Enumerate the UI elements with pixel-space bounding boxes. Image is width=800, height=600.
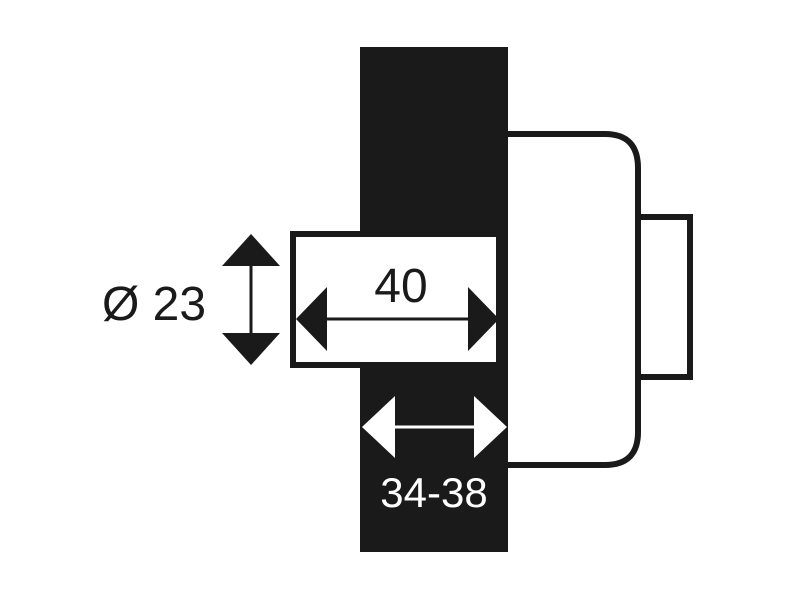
thickness-dimension-arrow bbox=[362, 396, 507, 458]
diameter-label: Ø 23 bbox=[102, 278, 206, 331]
length-label: 40 bbox=[374, 260, 427, 313]
lock-body bbox=[505, 131, 641, 468]
rear-nub bbox=[631, 214, 693, 380]
thickness-label: 34-38 bbox=[380, 469, 487, 516]
diameter-dimension-arrow bbox=[222, 234, 280, 365]
cylinder bbox=[290, 231, 502, 368]
length-dimension-arrow bbox=[296, 287, 499, 351]
